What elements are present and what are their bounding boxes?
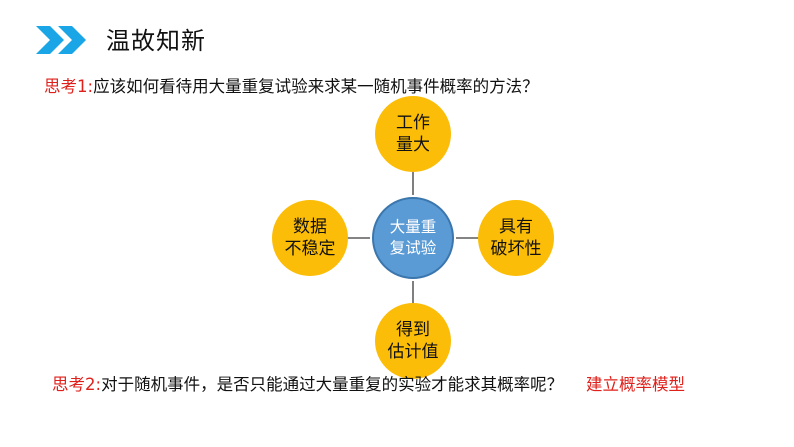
double-chevron-right-icon: [36, 26, 86, 54]
question-1-label: 思考1:: [44, 77, 94, 96]
answer-text: 建立概率模型: [586, 375, 685, 394]
question-2-text: 对于随机事件，是否只能通过大量重复的实验才能求其概率呢？: [101, 375, 564, 394]
mind-map-diagram: 工作 量大 数据 不稳定 大量重 复试验 具有 破坏性 得到 估计值: [270, 96, 570, 379]
node-bottom-line1: 得到: [396, 320, 430, 340]
node-right: 具有 破坏性: [478, 200, 554, 276]
question-1: 思考1:应该如何看待用大量重复试验来求某一随机事件概率的方法？: [44, 76, 539, 98]
node-top: 工作 量大: [375, 96, 451, 172]
node-center-line2: 复试验: [389, 239, 437, 257]
node-left-line1: 数据: [293, 217, 327, 237]
question-1-text: 应该如何看待用大量重复试验来求某一随机事件概率的方法？: [93, 77, 539, 96]
node-center-line1: 大量重: [389, 218, 437, 236]
node-left: 数据 不稳定: [272, 200, 348, 276]
node-top-line1: 工作: [396, 113, 430, 133]
node-left-line2: 不稳定: [284, 239, 336, 259]
node-right-line1: 具有: [499, 217, 533, 237]
node-top-line2: 量大: [396, 135, 430, 155]
question-2-label: 思考2:: [52, 375, 102, 394]
page-title: 温故知新: [106, 27, 206, 55]
node-right-line2: 破坏性: [490, 239, 542, 259]
node-bottom-line2: 估计值: [387, 342, 439, 362]
question-2: 思考2:对于随机事件，是否只能通过大量重复的实验才能求其概率呢？: [52, 374, 563, 396]
node-center: 大量重 复试验: [372, 197, 454, 279]
node-bottom: 得到 估计值: [375, 303, 451, 379]
connector-lines: [346, 172, 480, 305]
